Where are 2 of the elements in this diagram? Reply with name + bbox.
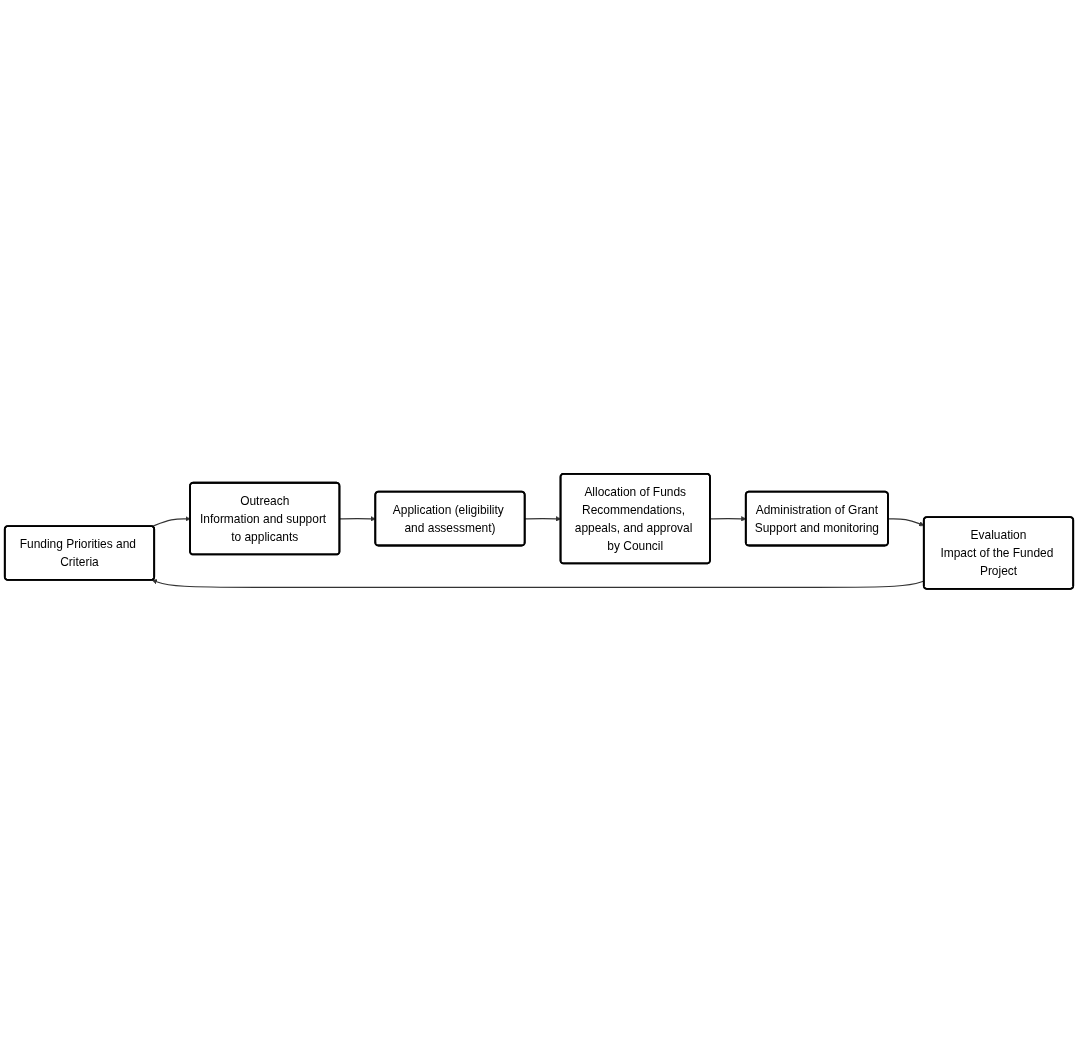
arrow — [151, 515, 191, 527]
arrow — [339, 515, 376, 522]
